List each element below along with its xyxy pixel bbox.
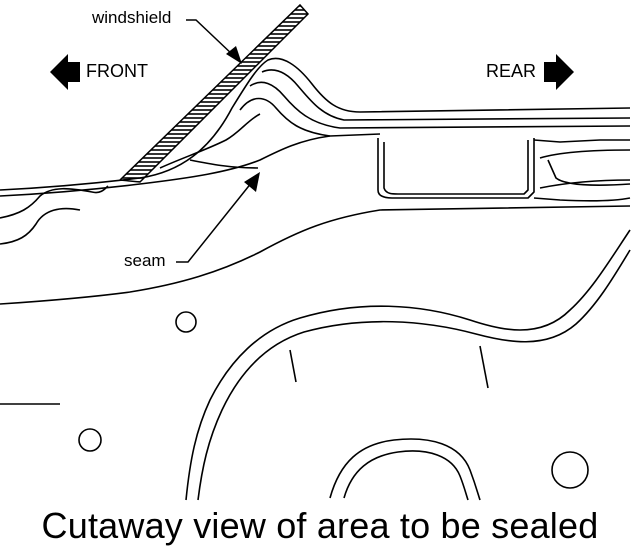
figure-caption: Cutaway view of area to be sealed bbox=[41, 505, 599, 546]
seam-label: seam bbox=[124, 251, 166, 270]
windshield-label: windshield bbox=[92, 8, 172, 27]
arrow-left-icon bbox=[50, 54, 80, 90]
windshield-glass bbox=[118, 3, 310, 183]
windshield-leader bbox=[186, 19, 242, 64]
front-label: FRONT bbox=[86, 61, 148, 81]
seam-leader bbox=[176, 172, 260, 263]
body-panel-outline bbox=[0, 57, 631, 501]
arrow-right-icon bbox=[544, 54, 574, 90]
rear-label: REAR bbox=[486, 61, 537, 81]
